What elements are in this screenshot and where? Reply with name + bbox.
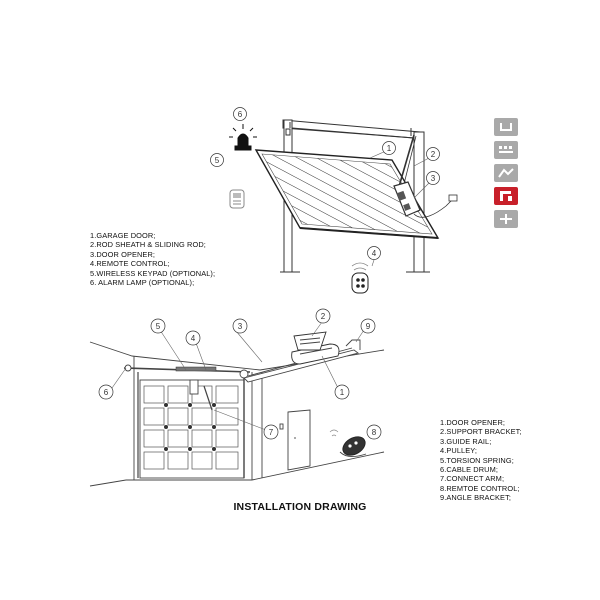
- entry-door: [279, 409, 311, 471]
- installation-drawing-caption: INSTALLATION DRAWING: [233, 501, 367, 513]
- legend-item: 8.REMTOE CONTROL;: [440, 483, 520, 493]
- legend-item: 2.ROD SHEATH & SLIDING ROD;: [90, 240, 206, 250]
- door-opener-motor: [291, 343, 340, 365]
- callout-top-6: 6: [238, 110, 243, 119]
- callout-bottom-4: 4: [191, 334, 196, 343]
- callout-top-4: 4: [372, 249, 377, 258]
- legend-item: 4.PULLEY;: [440, 446, 477, 456]
- legend-item: 5.WIRELESS KEYPAD (OPTIONAL);: [90, 268, 216, 278]
- callout-top-3: 3: [431, 174, 436, 183]
- connect-arm: [203, 385, 213, 411]
- callout-top-5: 5: [215, 156, 220, 165]
- side-tab-2[interactable]: [494, 141, 518, 159]
- bottom-callout-circles: [98, 308, 382, 440]
- legend-item: 7.CONNECT ARM;: [440, 474, 505, 484]
- callout-top-1: 1: [387, 144, 392, 153]
- remote-control-icon-top: [351, 262, 369, 294]
- top-callout-circles: [210, 107, 440, 260]
- legend-item: 6. ALARM LAMP (OPTIONAL);: [90, 278, 195, 288]
- callout-bottom-1: 1: [340, 388, 345, 397]
- legend-item: 4.REMOTE CONTROL;: [90, 259, 170, 269]
- side-tab-5[interactable]: [494, 210, 518, 228]
- legend-item: 2.SUPPORT BRACKET;: [440, 427, 522, 437]
- tab-icon-1: [494, 118, 518, 136]
- callout-bottom-2: 2: [321, 312, 326, 321]
- tab-bg: [494, 118, 518, 136]
- tab-bg: [494, 141, 518, 159]
- callout-bottom-5: 5: [156, 322, 161, 331]
- side-tab-1[interactable]: [494, 118, 518, 136]
- callout-top-2: 2: [431, 150, 436, 159]
- callout-bottom-3: 3: [238, 322, 243, 331]
- top-legend: 1.GARAGE DOOR; 2.ROD SHEATH & SLIDING RO…: [90, 231, 215, 287]
- tab-bg: [494, 187, 518, 205]
- legend-item: 1.DOOR OPENER;: [440, 418, 506, 427]
- support-bracket: [293, 331, 327, 351]
- wireless-keypad-icon: [229, 189, 245, 209]
- tab-icon-2: [494, 141, 518, 159]
- angle-bracket: [345, 339, 361, 350]
- callout-bottom-6: 6: [104, 388, 109, 397]
- legend-item: 1.GARAGE DOOR;: [90, 231, 156, 240]
- bottom-callout-numbers: 1 2 3 4 5 6 7 8 9: [104, 312, 377, 437]
- tab-icon-4: [494, 187, 518, 205]
- legend-item: 3.DOOR OPENER;: [90, 249, 156, 259]
- legend-item: 6.CABLE DRUM;: [440, 465, 498, 475]
- garage-door-tilted: [254, 149, 440, 239]
- callout-bottom-8: 8: [372, 428, 377, 437]
- bottom-diagram: [89, 308, 385, 487]
- tab-icon-5: [494, 210, 518, 228]
- legend-item: 3.GUIDE RAIL;: [440, 436, 492, 446]
- torsion-spring-assembly: [123, 364, 251, 395]
- top-leader-lines: [369, 150, 431, 267]
- sectional-garage-door: [137, 372, 245, 479]
- remote-control-icon-bottom: [329, 429, 367, 457]
- side-tab-4-active[interactable]: [494, 187, 518, 205]
- side-tab-3[interactable]: [494, 164, 518, 182]
- callout-bottom-7: 7: [269, 428, 274, 437]
- tab-icon-3: [494, 164, 518, 182]
- top-diagram: [210, 107, 458, 294]
- bottom-leader-lines: [111, 321, 365, 431]
- top-callout-numbers: 1 2 3 4 5 6: [215, 110, 436, 258]
- legend-item: 9.ANGLE BRACKET;: [440, 493, 512, 503]
- bottom-legend: 1.DOOR OPENER; 2.SUPPORT BRACKET; 3.GUID…: [440, 418, 522, 503]
- legend-item: 5.TORSION SPRING;: [440, 455, 514, 465]
- door-opener-unit-top: [393, 181, 458, 218]
- callout-bottom-9: 9: [366, 322, 371, 331]
- alarm-lamp-icon: [229, 124, 257, 151]
